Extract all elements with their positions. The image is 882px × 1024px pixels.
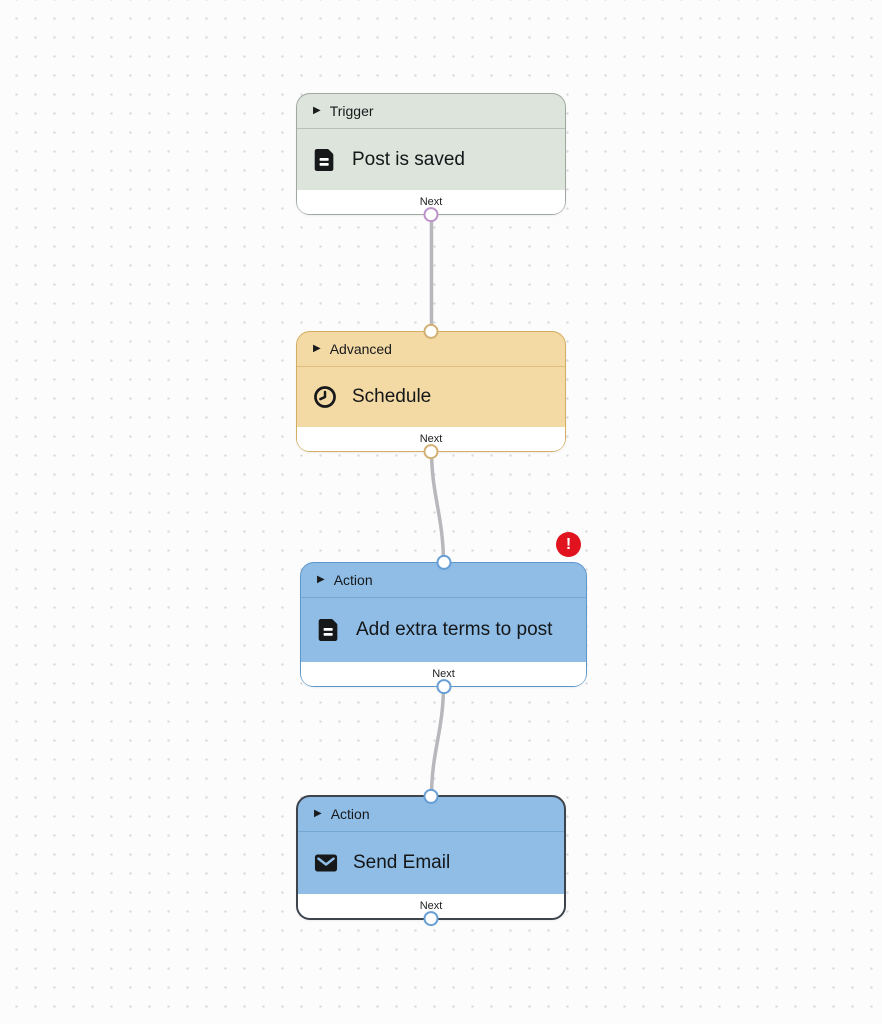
document-icon (312, 147, 338, 173)
workflow-node-action-add-extra-terms[interactable]: ! ▶ Action Add extra terms to post Next (300, 532, 587, 695)
connector-advanced-to-action[interactable] (429, 448, 446, 566)
output-port[interactable] (423, 444, 439, 460)
workflow-node-action-send-email[interactable]: ▶ Action Send Email Next (296, 788, 566, 927)
next-port-label: Next (419, 433, 443, 445)
error-exclamation-icon: ! (565, 535, 572, 553)
clock-icon (312, 384, 338, 410)
node-header[interactable]: ▶ Action (298, 797, 564, 832)
node-category-label: Advanced (329, 341, 392, 357)
next-port-label: Next (419, 900, 443, 912)
node-header[interactable]: ▶ Trigger (297, 94, 565, 129)
node-title: Post is saved (352, 148, 465, 170)
node-body: Add extra terms to post (301, 598, 586, 662)
node-header[interactable]: ▶ Action (301, 563, 586, 598)
output-port[interactable] (436, 679, 451, 695)
next-port-label: Next (432, 668, 455, 680)
input-port[interactable] (423, 323, 439, 339)
output-port[interactable] (423, 207, 439, 223)
expand-collapse-icon[interactable]: ▶ (317, 574, 325, 585)
expand-collapse-icon[interactable]: ▶ (313, 343, 321, 354)
document-icon (316, 617, 342, 643)
output-port[interactable] (423, 911, 439, 927)
node-body: Send Email (298, 832, 564, 894)
expand-collapse-icon[interactable]: ▶ (314, 808, 322, 819)
node-body: Schedule (297, 367, 565, 427)
connector-action-to-email[interactable] (429, 683, 446, 799)
workflow-node-trigger-post-is-saved[interactable]: ▶ Trigger Post is saved Next (296, 93, 566, 223)
workflow-node-advanced-schedule[interactable]: ▶ Advanced Schedule Next (296, 323, 566, 460)
node-category-label: Action (333, 572, 373, 588)
node-category-label: Action (330, 806, 370, 822)
next-port-label: Next (419, 196, 443, 208)
input-port[interactable] (423, 788, 439, 804)
node-category-label: Trigger (329, 103, 374, 119)
error-badge[interactable]: ! (556, 532, 581, 557)
input-port[interactable] (436, 554, 451, 570)
node-title: Send Email (353, 852, 451, 873)
node-body: Post is saved (297, 129, 565, 190)
node-title: Add extra terms to post (356, 619, 553, 640)
node-header[interactable]: ▶ Advanced (297, 332, 565, 367)
mail-icon (313, 850, 339, 876)
node-title: Schedule (352, 386, 432, 407)
expand-collapse-icon[interactable]: ▶ (313, 105, 321, 116)
